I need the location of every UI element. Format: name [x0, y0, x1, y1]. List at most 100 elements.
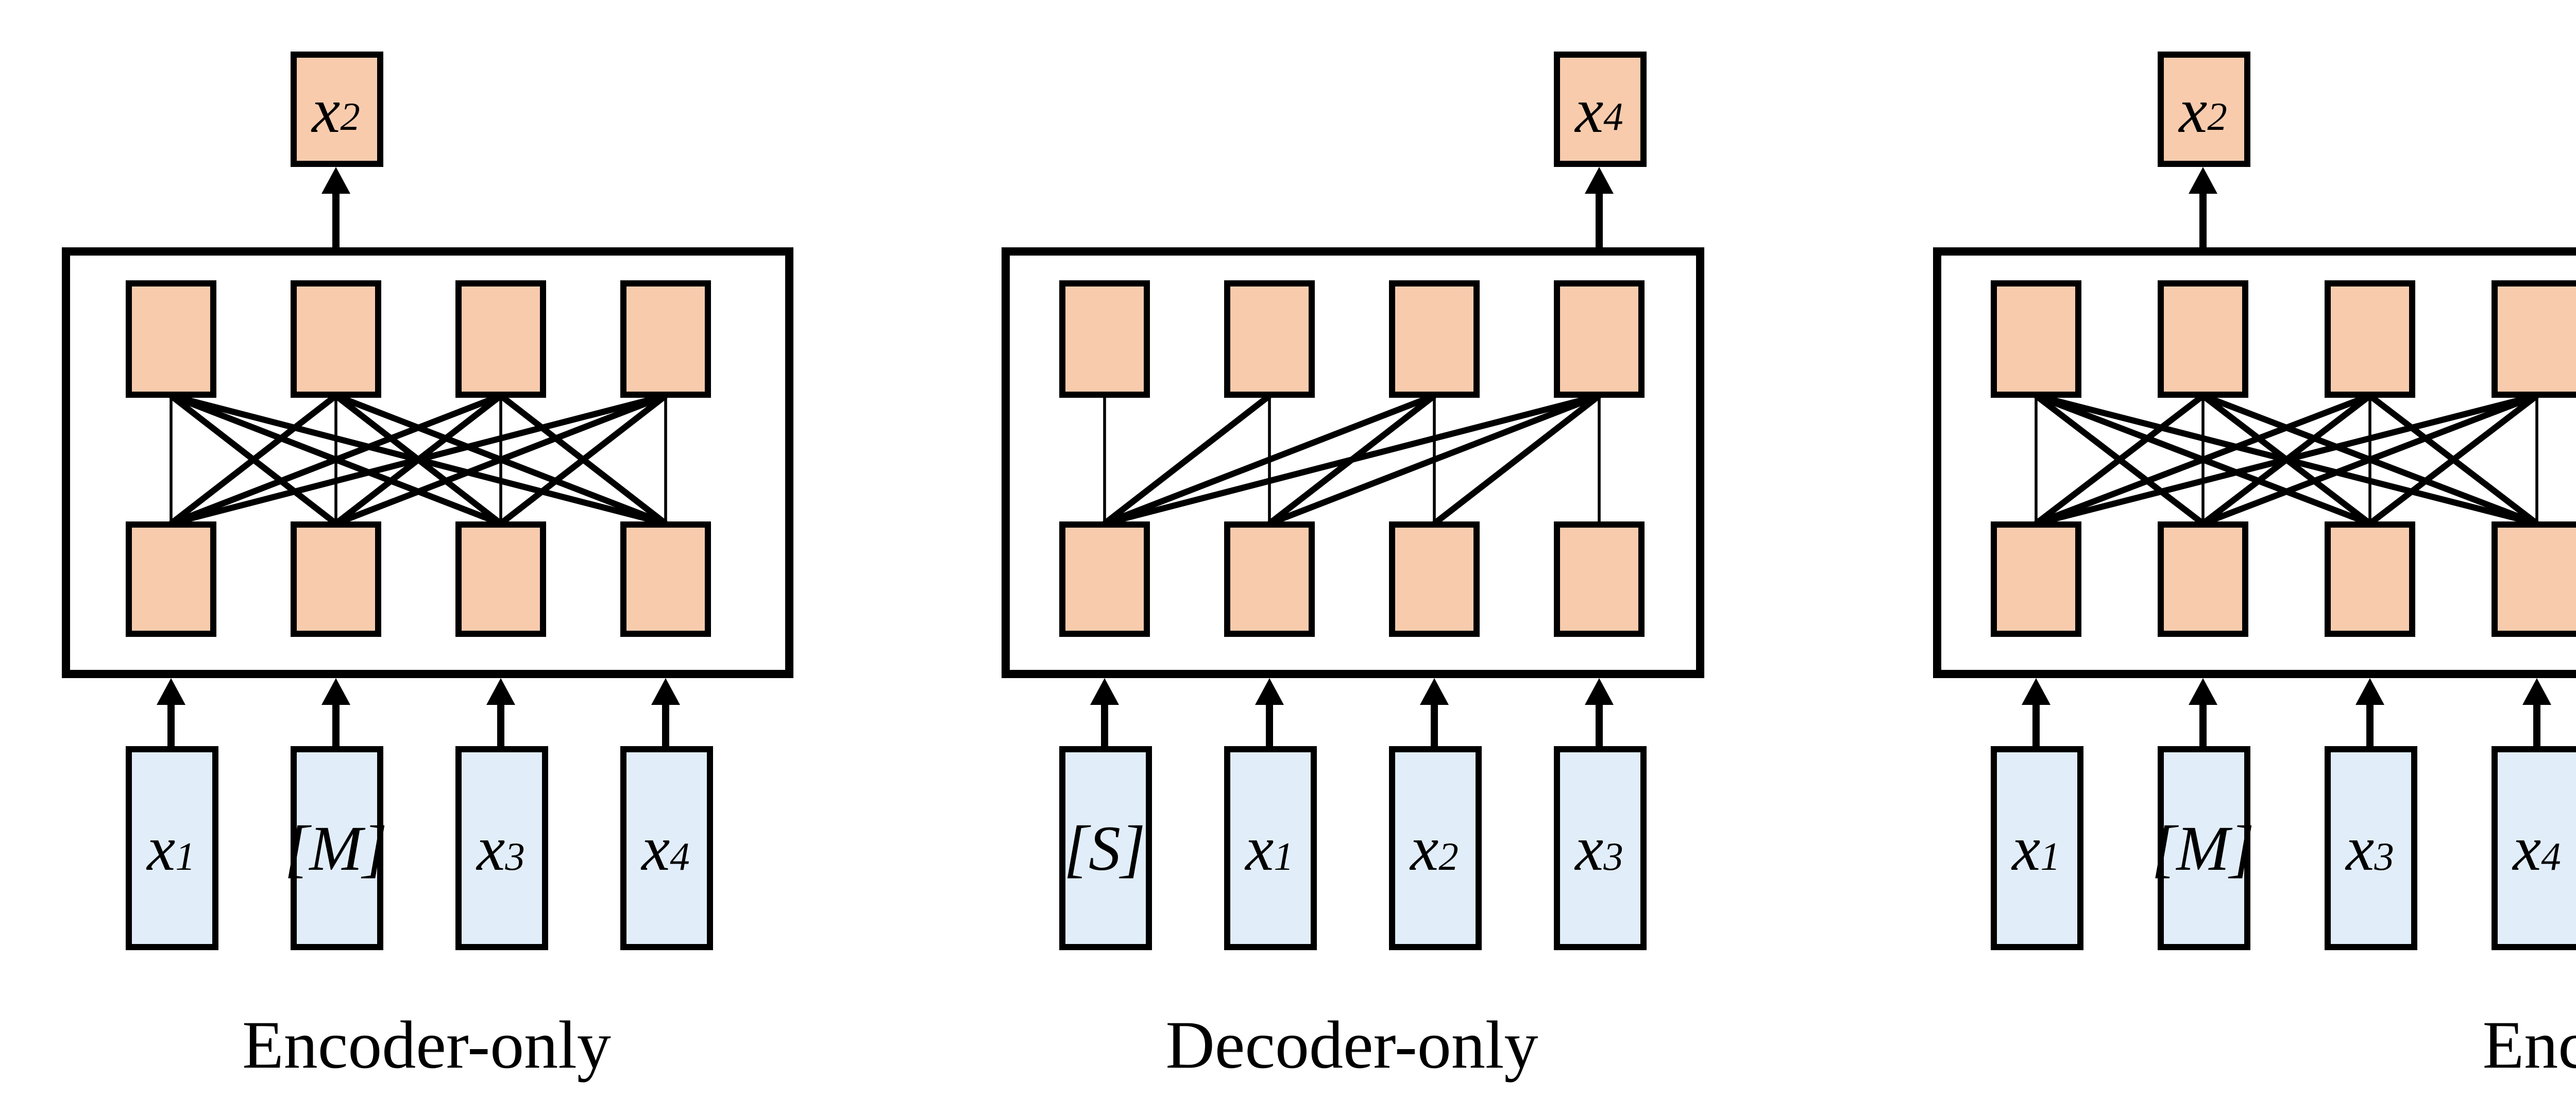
- token-text: x: [1410, 812, 1439, 884]
- token-text: x: [2179, 73, 2208, 145]
- encoder-only-input-arrow-3-head: [486, 678, 515, 705]
- encoder-decoder-encoder-hidden-state-top-3: [2325, 280, 2415, 398]
- token-subscript: 3: [2374, 836, 2394, 880]
- token-text: x: [641, 812, 670, 884]
- token-subscript: 2: [2207, 97, 2227, 141]
- decoder-only-attention-line: [1267, 393, 1436, 526]
- encoder-decoder-encoder-input-arrow-3-head: [2355, 678, 2384, 705]
- encoder-only-input-arrow-1-head: [157, 678, 185, 705]
- token-subscript: 3: [1603, 836, 1623, 880]
- encoder-only-hidden-state-bottom-2: [291, 521, 381, 637]
- token-text: x: [147, 812, 176, 884]
- encoder-only-hidden-state-bottom-1: [126, 521, 216, 637]
- token-subscript: 2: [1438, 836, 1459, 880]
- token-text: [M]: [2151, 812, 2255, 884]
- encoder-decoder-encoder-hidden-state-top-2: [2158, 280, 2248, 398]
- token-subscript: 1: [175, 836, 195, 880]
- decoder-only-input-token-1: [S]: [1058, 746, 1151, 950]
- decoder-only-hidden-state-bottom-4: [1554, 521, 1645, 637]
- decoder-only-hidden-state-top-4: [1554, 280, 1645, 398]
- decoder-only-input-arrow-4-head: [1585, 678, 1614, 705]
- token-subscript: 3: [505, 836, 525, 880]
- decoder-only-hidden-state-bottom-2: [1224, 521, 1315, 637]
- encoder-decoder-encoder-hidden-state-bottom-3: [2325, 521, 2415, 637]
- token-subscript: 2: [340, 97, 360, 141]
- decoder-only-input-arrow-3-head: [1420, 678, 1449, 705]
- label-encoder-decoder: Encoder-decoder: [2482, 1010, 2576, 1084]
- decoder-only-attention-line: [1103, 393, 1272, 526]
- decoder-only-output-arrow-4-head: [1585, 167, 1614, 194]
- token-text: x: [2346, 812, 2375, 884]
- encoder-decoder-encoder-input-arrow-1-head: [2022, 678, 2050, 705]
- label-encoder-only: Encoder-only: [242, 1010, 611, 1084]
- token-text: x: [1575, 812, 1604, 884]
- token-text: [M]: [284, 812, 387, 884]
- decoder-only-input-arrow-1-head: [1090, 678, 1119, 705]
- token-text: [S]: [1063, 812, 1146, 884]
- encoder-only-attention-line: [170, 393, 502, 527]
- token-text: x: [1575, 73, 1604, 145]
- encoder-decoder-encoder-attention-line: [2035, 393, 2538, 527]
- decoder-only-hidden-state-top-1: [1059, 280, 1150, 398]
- encoder-only-hidden-state-top-1: [126, 280, 216, 398]
- token-text: x: [477, 812, 505, 884]
- encoder-decoder-encoder-attention-line: [2201, 393, 2538, 527]
- encoder-only-hidden-state-bottom-4: [620, 521, 711, 637]
- encoder-only-hidden-state-top-3: [455, 280, 546, 398]
- encoder-decoder-encoder-hidden-state-bottom-2: [2158, 521, 2248, 637]
- encoder-only-attention-line: [499, 393, 668, 526]
- encoder-decoder-encoder-hidden-state-bottom-4: [2492, 521, 2576, 637]
- encoder-only-attention-line: [334, 393, 667, 527]
- encoder-only-hidden-state-top-4: [620, 280, 711, 398]
- encoder-only-attention-line: [169, 393, 338, 526]
- encoder-only-output-arrow-2-head: [321, 167, 350, 194]
- token-text: x: [1245, 812, 1274, 884]
- encoder-only-hidden-state-top-2: [291, 280, 381, 398]
- token-text: x: [312, 73, 341, 145]
- encoder-decoder-encoder-input-arrow-2-head: [2189, 678, 2217, 705]
- encoder-decoder-encoder-hidden-state-bottom-1: [1991, 521, 2081, 637]
- encoder-only-input-arrow-2-head: [321, 678, 350, 705]
- encoder-decoder-encoder-hidden-state-top-1: [1991, 280, 2081, 398]
- encoder-only-attention-line: [170, 393, 667, 527]
- encoder-decoder-encoder-input-arrow-4-head: [2522, 678, 2551, 705]
- token-subscript: 4: [670, 836, 690, 880]
- token-subscript: 1: [1274, 836, 1294, 880]
- encoder-only-transformer-box: [62, 247, 793, 678]
- encoder-decoder-encoder-transformer-box: [1933, 247, 2576, 678]
- decoder-only-transformer-box: [1002, 247, 1704, 678]
- token-text: x: [2012, 812, 2041, 884]
- decoder-only-hidden-state-top-3: [1389, 280, 1480, 398]
- token-subscript: 4: [1603, 97, 1623, 141]
- decoder-only-attention-line: [1432, 393, 1601, 526]
- decoder-only-hidden-state-top-2: [1224, 280, 1315, 398]
- token-text: x: [2513, 812, 2541, 884]
- encoder-decoder-encoder-input-token-2: [M]: [2151, 746, 2255, 950]
- encoder-only-input-token-2: [M]: [284, 746, 387, 950]
- encoder-only-input-arrow-4-head: [651, 678, 680, 705]
- token-subscript: 4: [2541, 836, 2561, 880]
- encoder-decoder-encoder-attention-line: [2368, 393, 2539, 526]
- decoder-only-hidden-state-bottom-1: [1059, 521, 1150, 637]
- encoder-only-hidden-state-bottom-3: [455, 521, 546, 637]
- label-decoder-only: Decoder-only: [1165, 1010, 1538, 1084]
- encoder-decoder-encoder-attention-line: [2034, 393, 2205, 526]
- encoder-decoder-encoder-hidden-state-top-4: [2492, 280, 2576, 398]
- decoder-only-input-arrow-2-head: [1255, 678, 1284, 705]
- encoder-decoder-encoder-output-arrow-2-head: [2189, 167, 2217, 194]
